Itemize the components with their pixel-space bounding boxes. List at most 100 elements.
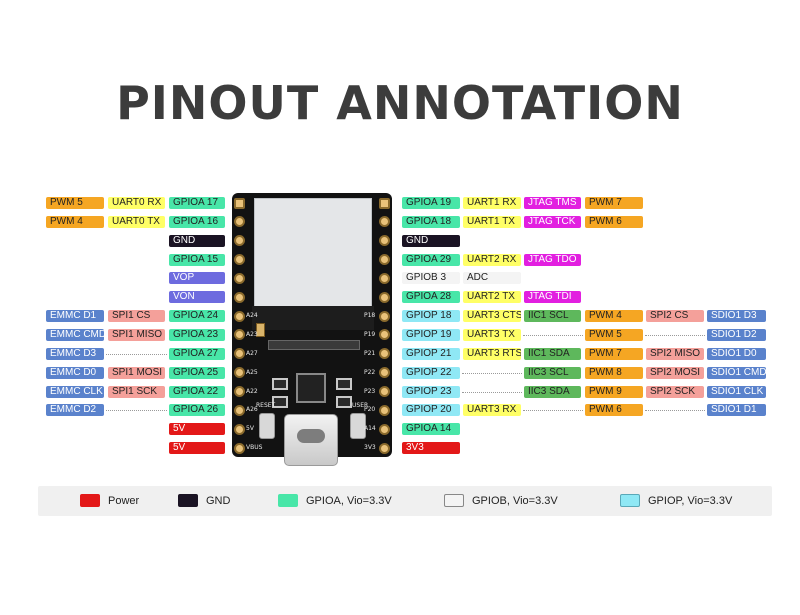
pin-pad bbox=[379, 254, 390, 265]
pin-pad bbox=[379, 235, 390, 246]
legend-label: Power bbox=[108, 495, 140, 507]
legend-swatch bbox=[80, 494, 100, 507]
pin-label-5v: 5V bbox=[169, 442, 225, 454]
pin-pad bbox=[234, 348, 245, 359]
leader-line bbox=[523, 335, 583, 336]
pin-label-gnd: GND bbox=[402, 235, 460, 247]
pin-label-gpiop-20: GPIOP 20 bbox=[402, 404, 460, 416]
pin-label-pwm-4: PWM 4 bbox=[585, 310, 643, 322]
board-pin-label: P21 bbox=[364, 350, 376, 357]
pin-label-gpioa-19: GPIOA 19 bbox=[402, 197, 460, 209]
pin-pad bbox=[234, 405, 245, 416]
pin-label-uart0-rx: UART0 RX bbox=[108, 197, 165, 209]
pin-pad bbox=[379, 311, 390, 322]
pin-label-pwm-6: PWM 6 bbox=[585, 216, 643, 228]
usb-c-connector bbox=[284, 414, 338, 466]
component-strip bbox=[252, 306, 374, 330]
pin-label-gpioa-26: GPIOA 26 bbox=[169, 404, 225, 416]
board-pin-label: VBUS bbox=[246, 444, 263, 451]
legend-label: GPIOA, Vio=3.3V bbox=[306, 495, 392, 507]
pin-label-gpiop-18: GPIOP 18 bbox=[402, 310, 460, 322]
pin-label-pwm-4: PWM 4 bbox=[46, 216, 104, 228]
pin-label-iic1-scl: IIC1 SCL bbox=[524, 310, 581, 322]
pin-pad bbox=[234, 367, 245, 378]
legend-swatch bbox=[278, 494, 298, 507]
smd-component bbox=[272, 396, 288, 408]
user-button[interactable] bbox=[350, 413, 366, 439]
pin-pad bbox=[379, 329, 390, 340]
board-pin-label: P19 bbox=[364, 331, 376, 338]
legend-swatch bbox=[620, 494, 640, 507]
leader-line bbox=[106, 354, 167, 355]
pin-label-gpioa-27: GPIOA 27 bbox=[169, 348, 225, 360]
pin-label-adc: ADC bbox=[463, 272, 521, 284]
pin-label-emmc-d1: EMMC D1 bbox=[46, 310, 104, 322]
reset-button[interactable] bbox=[259, 413, 275, 439]
pin-label-gpiob-3: GPIOB 3 bbox=[402, 272, 460, 284]
pin-pad bbox=[379, 273, 390, 284]
smd-component bbox=[272, 378, 288, 390]
pin-label-spi1-cs: SPI1 CS bbox=[108, 310, 165, 322]
smd-component bbox=[336, 378, 352, 390]
board-pin-label: 5V bbox=[246, 425, 254, 432]
pin-label-iic3-sda: IIC3 SDA bbox=[524, 386, 581, 398]
pin-label-pwm-6: PWM 6 bbox=[585, 404, 643, 416]
pin-label-uart2-tx: UART2 TX bbox=[463, 291, 521, 303]
pin-pad bbox=[234, 424, 245, 435]
mcu-chip bbox=[296, 373, 326, 403]
pin-label-uart3-rts: UART3 RTS bbox=[463, 348, 521, 360]
pin-pad bbox=[234, 235, 245, 246]
pin-label-pwm-5: PWM 5 bbox=[585, 329, 643, 341]
leader-line bbox=[106, 410, 167, 411]
pin-label-pwm-7: PWM 7 bbox=[585, 348, 643, 360]
pin-label-gpioa-22: GPIOA 22 bbox=[169, 386, 225, 398]
pin-label-jtag-tck: JTAG TCK bbox=[524, 216, 581, 228]
pin-label-uart3-cts: UART3 CTS bbox=[463, 310, 521, 322]
pin-label-sdio1-clk: SDIO1 CLK bbox=[707, 386, 766, 398]
pin-pad bbox=[234, 329, 245, 340]
legend: Power GND GPIOA, Vio=3.3V GPIOB, Vio=3.3V GP… bbox=[38, 486, 772, 516]
legend-swatch bbox=[178, 494, 198, 507]
pin-label-gpioa-14: GPIOA 14 bbox=[402, 423, 460, 435]
pin-label-iic1-sda: IIC1 SDA bbox=[524, 348, 581, 360]
pin-pad bbox=[379, 443, 390, 454]
pin-label-sdio1-d0: SDIO1 D0 bbox=[707, 348, 766, 360]
pin-label-spi2-mosi: SPI2 MOSI bbox=[646, 367, 704, 379]
pin-label-gpioa-28: GPIOA 28 bbox=[402, 291, 460, 303]
pin-label-jtag-tdo: JTAG TDO bbox=[524, 254, 581, 266]
legend-label: GND bbox=[206, 495, 231, 507]
pin-label-gpioa-23: GPIOA 23 bbox=[169, 329, 225, 341]
wifi-module bbox=[254, 198, 372, 308]
pin-label-gpiop-22: GPIOP 22 bbox=[402, 367, 460, 379]
pin-label-jtag-tdi: JTAG TDI bbox=[524, 291, 581, 303]
pin-label-gpioa-29: GPIOA 29 bbox=[402, 254, 460, 266]
board-pin-label: A23 bbox=[246, 331, 258, 338]
board-pin-label: P18 bbox=[364, 312, 376, 319]
pin-pad bbox=[234, 273, 245, 284]
pin-label-gpioa-24: GPIOA 24 bbox=[169, 310, 225, 322]
pin-pad bbox=[234, 311, 245, 322]
pin-label-emmc-cmd: EMMC CMD bbox=[46, 329, 104, 341]
pin-label-spi1-mosi: SPI1 MOSI bbox=[108, 367, 165, 379]
pin-label-pwm-7: PWM 7 bbox=[585, 197, 643, 209]
pin-label-gpioa-25: GPIOA 25 bbox=[169, 367, 225, 379]
pin-label-emmc-d0: EMMC D0 bbox=[46, 367, 104, 379]
pin-pad bbox=[234, 292, 245, 303]
pin-pad bbox=[234, 198, 245, 209]
pin-pad bbox=[379, 367, 390, 378]
pin-label-spi2-miso: SPI2 MISO bbox=[646, 348, 704, 360]
legend-label: GPIOP, Vio=3.3V bbox=[648, 495, 733, 507]
board-pin-label: 3V3 bbox=[364, 444, 376, 451]
pin-label-vop: VOP bbox=[169, 272, 225, 284]
board-pin-label: A24 bbox=[246, 312, 258, 319]
pin-pad bbox=[234, 254, 245, 265]
pin-label-emmc-d2: EMMC D2 bbox=[46, 404, 104, 416]
page-title: PINOUT ANNOTATION bbox=[116, 76, 684, 130]
usb-c-port bbox=[297, 429, 325, 443]
legend-label: GPIOB, Vio=3.3V bbox=[472, 495, 558, 507]
pin-label-spi2-sck: SPI2 SCK bbox=[646, 386, 704, 398]
pin-pad bbox=[234, 216, 245, 227]
board-pin-label: A27 bbox=[246, 350, 258, 357]
pin-label-gpiop-23: GPIOP 23 bbox=[402, 386, 460, 398]
pin-label-iic3-scl: IIC3 SCL bbox=[524, 367, 581, 379]
